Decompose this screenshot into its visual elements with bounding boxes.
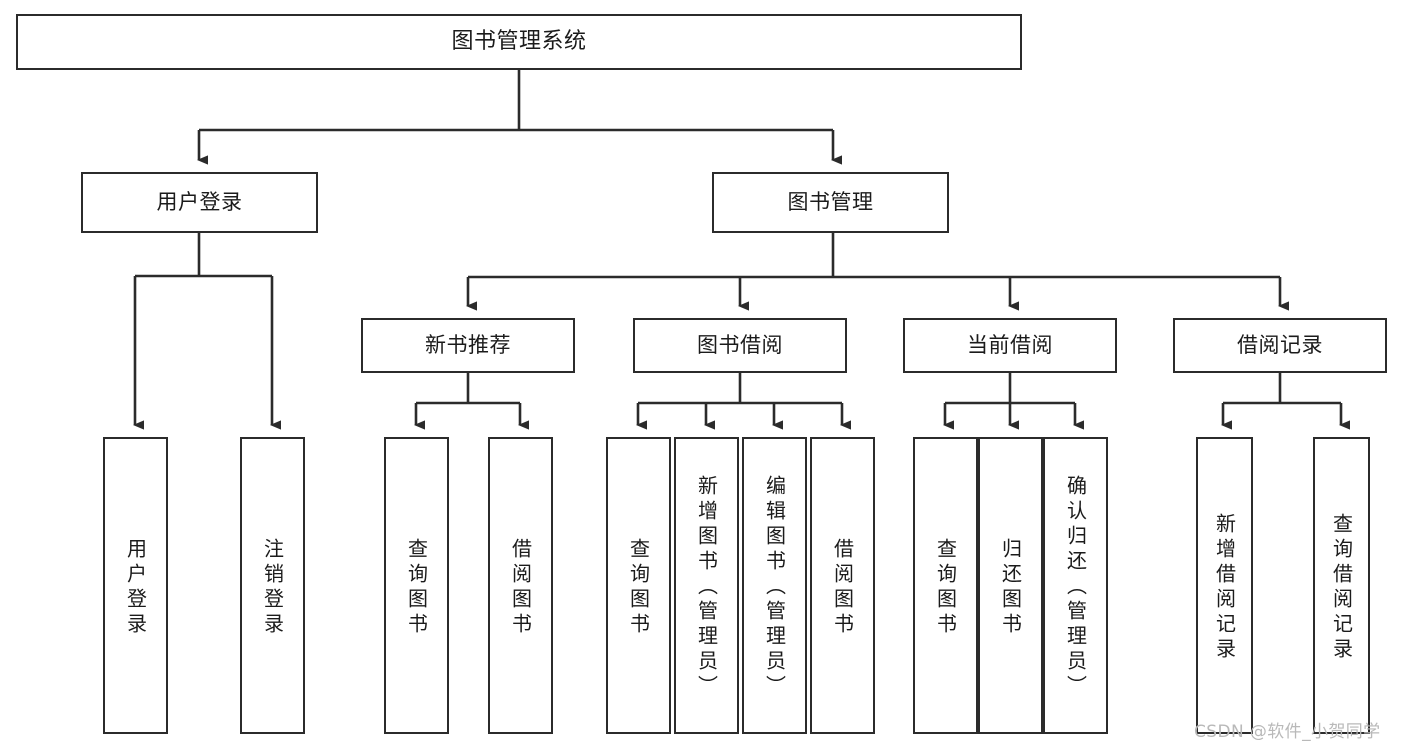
node-current-borrow[interactable]: 当前借阅 <box>903 318 1117 373</box>
leaf-confirm-return-admin[interactable]: 确认归还（管理员） <box>1043 437 1108 734</box>
leaf-query-book-borrow[interactable]: 查询图书 <box>606 437 671 734</box>
node-label: 查询图书 <box>626 537 651 638</box>
leaf-add-borrow-record[interactable]: 新增借阅记录 <box>1196 437 1253 734</box>
watermark-text: CSDN @软件_小贺同学 <box>1194 722 1381 742</box>
node-label: 借阅图书 <box>830 537 855 638</box>
node-book-borrow[interactable]: 图书借阅 <box>633 318 847 373</box>
node-label: 归还图书 <box>998 537 1023 638</box>
node-label: 查询借阅记录 <box>1329 512 1354 663</box>
node-label: 注销登录 <box>260 537 285 638</box>
node-label: 借阅记录 <box>1237 333 1323 358</box>
node-label: 当前借阅 <box>967 333 1053 358</box>
node-label: 新增图书（管理员） <box>694 475 719 700</box>
node-label: 确认归还（管理员） <box>1063 475 1088 700</box>
node-label: 查询图书 <box>404 537 429 638</box>
node-label: 新书推荐 <box>425 333 511 358</box>
node-user-login[interactable]: 用户登录 <box>81 172 318 233</box>
leaf-logout-login[interactable]: 注销登录 <box>240 437 305 734</box>
node-label: 图书借阅 <box>697 333 783 358</box>
node-label: 查询图书 <box>933 537 958 638</box>
leaf-query-borrow-record[interactable]: 查询借阅记录 <box>1313 437 1370 734</box>
leaf-borrow-book[interactable]: 借阅图书 <box>810 437 875 734</box>
node-root-book-management-system[interactable]: 图书管理系统 <box>16 14 1022 70</box>
leaf-query-book-current[interactable]: 查询图书 <box>913 437 978 734</box>
leaf-user-login[interactable]: 用户登录 <box>103 437 168 734</box>
leaf-edit-book-admin[interactable]: 编辑图书（管理员） <box>742 437 807 734</box>
node-label: 用户登录 <box>123 537 148 638</box>
node-book-management[interactable]: 图书管理 <box>712 172 949 233</box>
leaf-query-book-recommend[interactable]: 查询图书 <box>384 437 449 734</box>
node-label: 借阅图书 <box>508 537 533 638</box>
node-label: 用户登录 <box>156 190 243 215</box>
node-borrow-record[interactable]: 借阅记录 <box>1173 318 1387 373</box>
node-label: 图书管理系统 <box>451 29 587 55</box>
node-label: 编辑图书（管理员） <box>762 475 787 700</box>
node-label: 图书管理 <box>787 190 874 215</box>
leaf-return-book[interactable]: 归还图书 <box>978 437 1043 734</box>
leaf-borrow-book-recommend[interactable]: 借阅图书 <box>488 437 553 734</box>
leaf-add-book-admin[interactable]: 新增图书（管理员） <box>674 437 739 734</box>
node-new-book-recommend[interactable]: 新书推荐 <box>361 318 575 373</box>
node-label: 新增借阅记录 <box>1212 512 1237 663</box>
